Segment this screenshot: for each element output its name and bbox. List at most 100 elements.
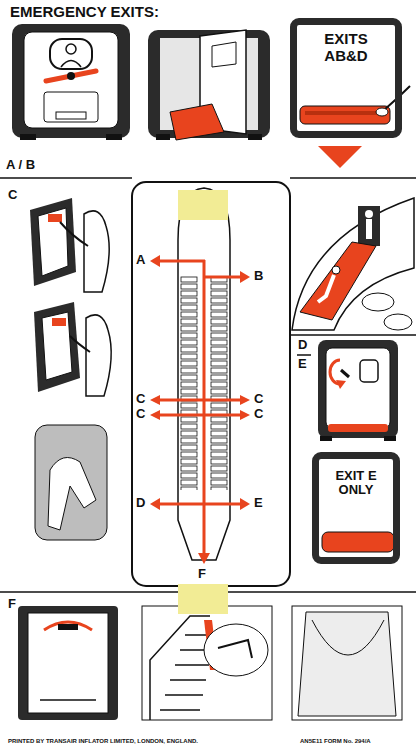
person-body [318, 275, 334, 302]
exit-letter: F [198, 567, 206, 582]
rule-line [0, 177, 132, 179]
exit-letter: D [136, 496, 145, 511]
engine [384, 314, 412, 330]
door-foot [384, 436, 396, 441]
route [203, 260, 206, 556]
panel-text: EXIT E ONLY [329, 469, 383, 498]
route [156, 260, 205, 263]
exit-opening [35, 425, 107, 540]
door-window [212, 42, 236, 67]
person [84, 211, 109, 292]
door-frame [30, 198, 76, 286]
person-body [366, 219, 372, 239]
doorway [298, 612, 396, 716]
door-plate [56, 112, 86, 119]
door-bar [40, 699, 96, 701]
arm [70, 336, 90, 352]
door-window [38, 208, 68, 276]
door-leaf [24, 32, 118, 128]
section-letter: A / B [6, 158, 35, 173]
door-handle [48, 214, 62, 222]
arrowhead [240, 498, 250, 510]
door-window [360, 360, 378, 382]
sticky-note [178, 584, 228, 614]
exit-panel [292, 606, 402, 720]
exit-letter: C [254, 392, 263, 407]
route [156, 503, 244, 506]
exit-letter: B [254, 269, 263, 284]
door-handle [58, 624, 78, 630]
door-frame [34, 302, 80, 392]
arrowhead [240, 410, 250, 420]
detail-callout [204, 624, 268, 676]
door-opening [148, 30, 270, 140]
exit-letter: A [136, 253, 145, 268]
card-title: EMERGENCY EXITS: [10, 3, 159, 20]
stair-panel [142, 606, 272, 720]
exit-letter: C [254, 407, 263, 422]
label-divider [297, 354, 311, 356]
arrowhead [150, 255, 160, 267]
plane-slide [292, 198, 414, 330]
arrowhead [240, 395, 250, 405]
fuselage [292, 198, 414, 330]
route [156, 414, 244, 417]
section-letter: D [298, 338, 307, 353]
panel-text: EXITS AB&D [313, 31, 379, 64]
door-foot [20, 134, 36, 140]
exit-routes [150, 255, 250, 564]
curtain [312, 620, 384, 655]
cabin-plan [132, 182, 290, 586]
pack-pull [300, 86, 410, 168]
person [48, 458, 96, 531]
stairs [150, 616, 214, 720]
person-head [332, 266, 340, 274]
rule-line [290, 334, 416, 336]
door-foot [106, 134, 122, 140]
door-window [50, 39, 92, 69]
door-panel [44, 92, 98, 122]
figure-body [61, 61, 81, 68]
down-arrow [318, 146, 362, 168]
door-handle [52, 318, 66, 326]
arrowhead [336, 380, 346, 389]
slide-pack [328, 424, 388, 432]
pack-bar [305, 111, 385, 115]
door-opening [358, 206, 380, 246]
slide-pack [300, 106, 390, 124]
route [156, 399, 244, 402]
form-number: AN5E11 FORM No. 294/A [300, 738, 371, 745]
sticky-note [178, 190, 228, 220]
door-handle [46, 71, 96, 81]
slide-pack [170, 104, 224, 140]
exit-letter: C [136, 392, 145, 407]
figure-head [66, 44, 76, 54]
hand [376, 108, 388, 116]
arrowhead [150, 395, 160, 405]
section-letter: E [298, 357, 307, 372]
door-foot [320, 436, 332, 441]
plan-box [132, 182, 290, 586]
person [86, 315, 111, 396]
exit-panel: EXITS AB&D [290, 18, 402, 138]
lever [218, 640, 252, 658]
exit-letter: C [136, 407, 145, 422]
handle-pivot [67, 72, 75, 80]
door-foot [248, 134, 262, 140]
arrowhead [198, 553, 210, 564]
arrowhead [150, 410, 160, 420]
section-letter: C [8, 188, 17, 203]
arm [60, 222, 88, 246]
slide-pack [322, 532, 394, 552]
engine [362, 293, 394, 311]
door-foot [156, 134, 170, 140]
person-head [365, 210, 373, 218]
door-window [42, 312, 72, 380]
route [204, 276, 244, 279]
slide [300, 242, 376, 320]
section-letter: F [8, 597, 16, 612]
exit-letter: E [254, 496, 263, 511]
arrowhead [150, 498, 160, 510]
